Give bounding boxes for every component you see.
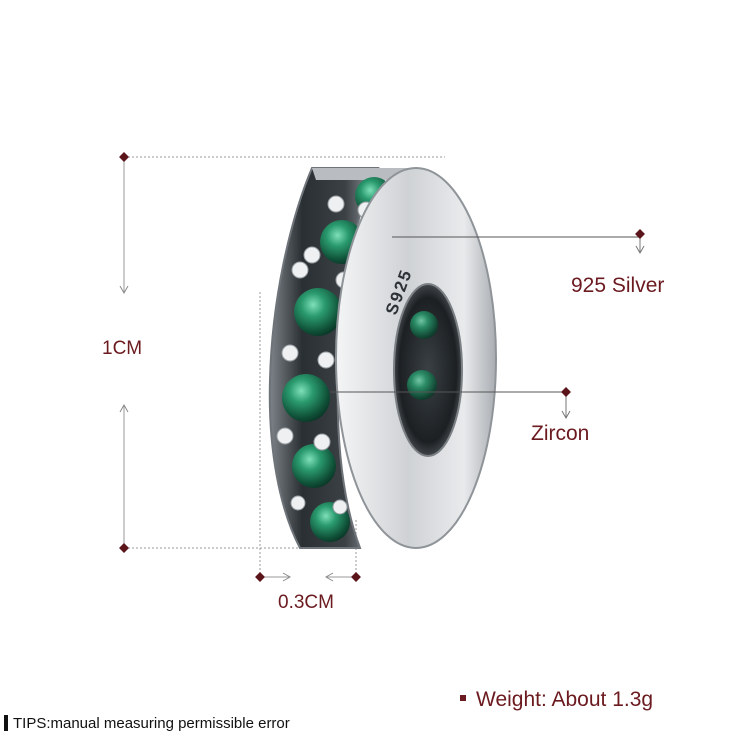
- vertical-bar-icon: [4, 715, 8, 732]
- charm-face: [335, 167, 497, 549]
- height-dimension-label: 1CM: [102, 338, 143, 359]
- silver-callout-arrow: [635, 245, 645, 255]
- tips-label: TIPS:manual measuring permissible error: [13, 715, 290, 732]
- width-right-marker: [351, 572, 361, 582]
- weight-spec: Weight: About 1.3g: [460, 688, 653, 712]
- height-arrow-down: [119, 403, 129, 413]
- tips-note: TIPS:manual measuring permissible error: [4, 715, 290, 732]
- material-label: 925 Silver: [571, 274, 665, 297]
- width-left-marker: [255, 572, 265, 582]
- zircon-callout-arrow: [561, 410, 571, 420]
- height-top-marker: [119, 152, 129, 162]
- height-arrow-up: [119, 285, 129, 295]
- width-arrow-left: [282, 572, 292, 582]
- stone-label: Zircon: [531, 422, 590, 445]
- width-arrow-right: [324, 572, 334, 582]
- square-bullet-icon: [460, 695, 466, 702]
- silver-prongs: [276, 195, 375, 515]
- height-bottom-marker: [119, 543, 129, 553]
- charm-hole: [393, 283, 463, 457]
- width-dimension-label: 0.3CM: [278, 592, 334, 613]
- silver-callout-marker: [635, 229, 645, 239]
- zircon-callout-marker: [561, 387, 571, 397]
- weight-label: Weight: About 1.3g: [476, 688, 654, 711]
